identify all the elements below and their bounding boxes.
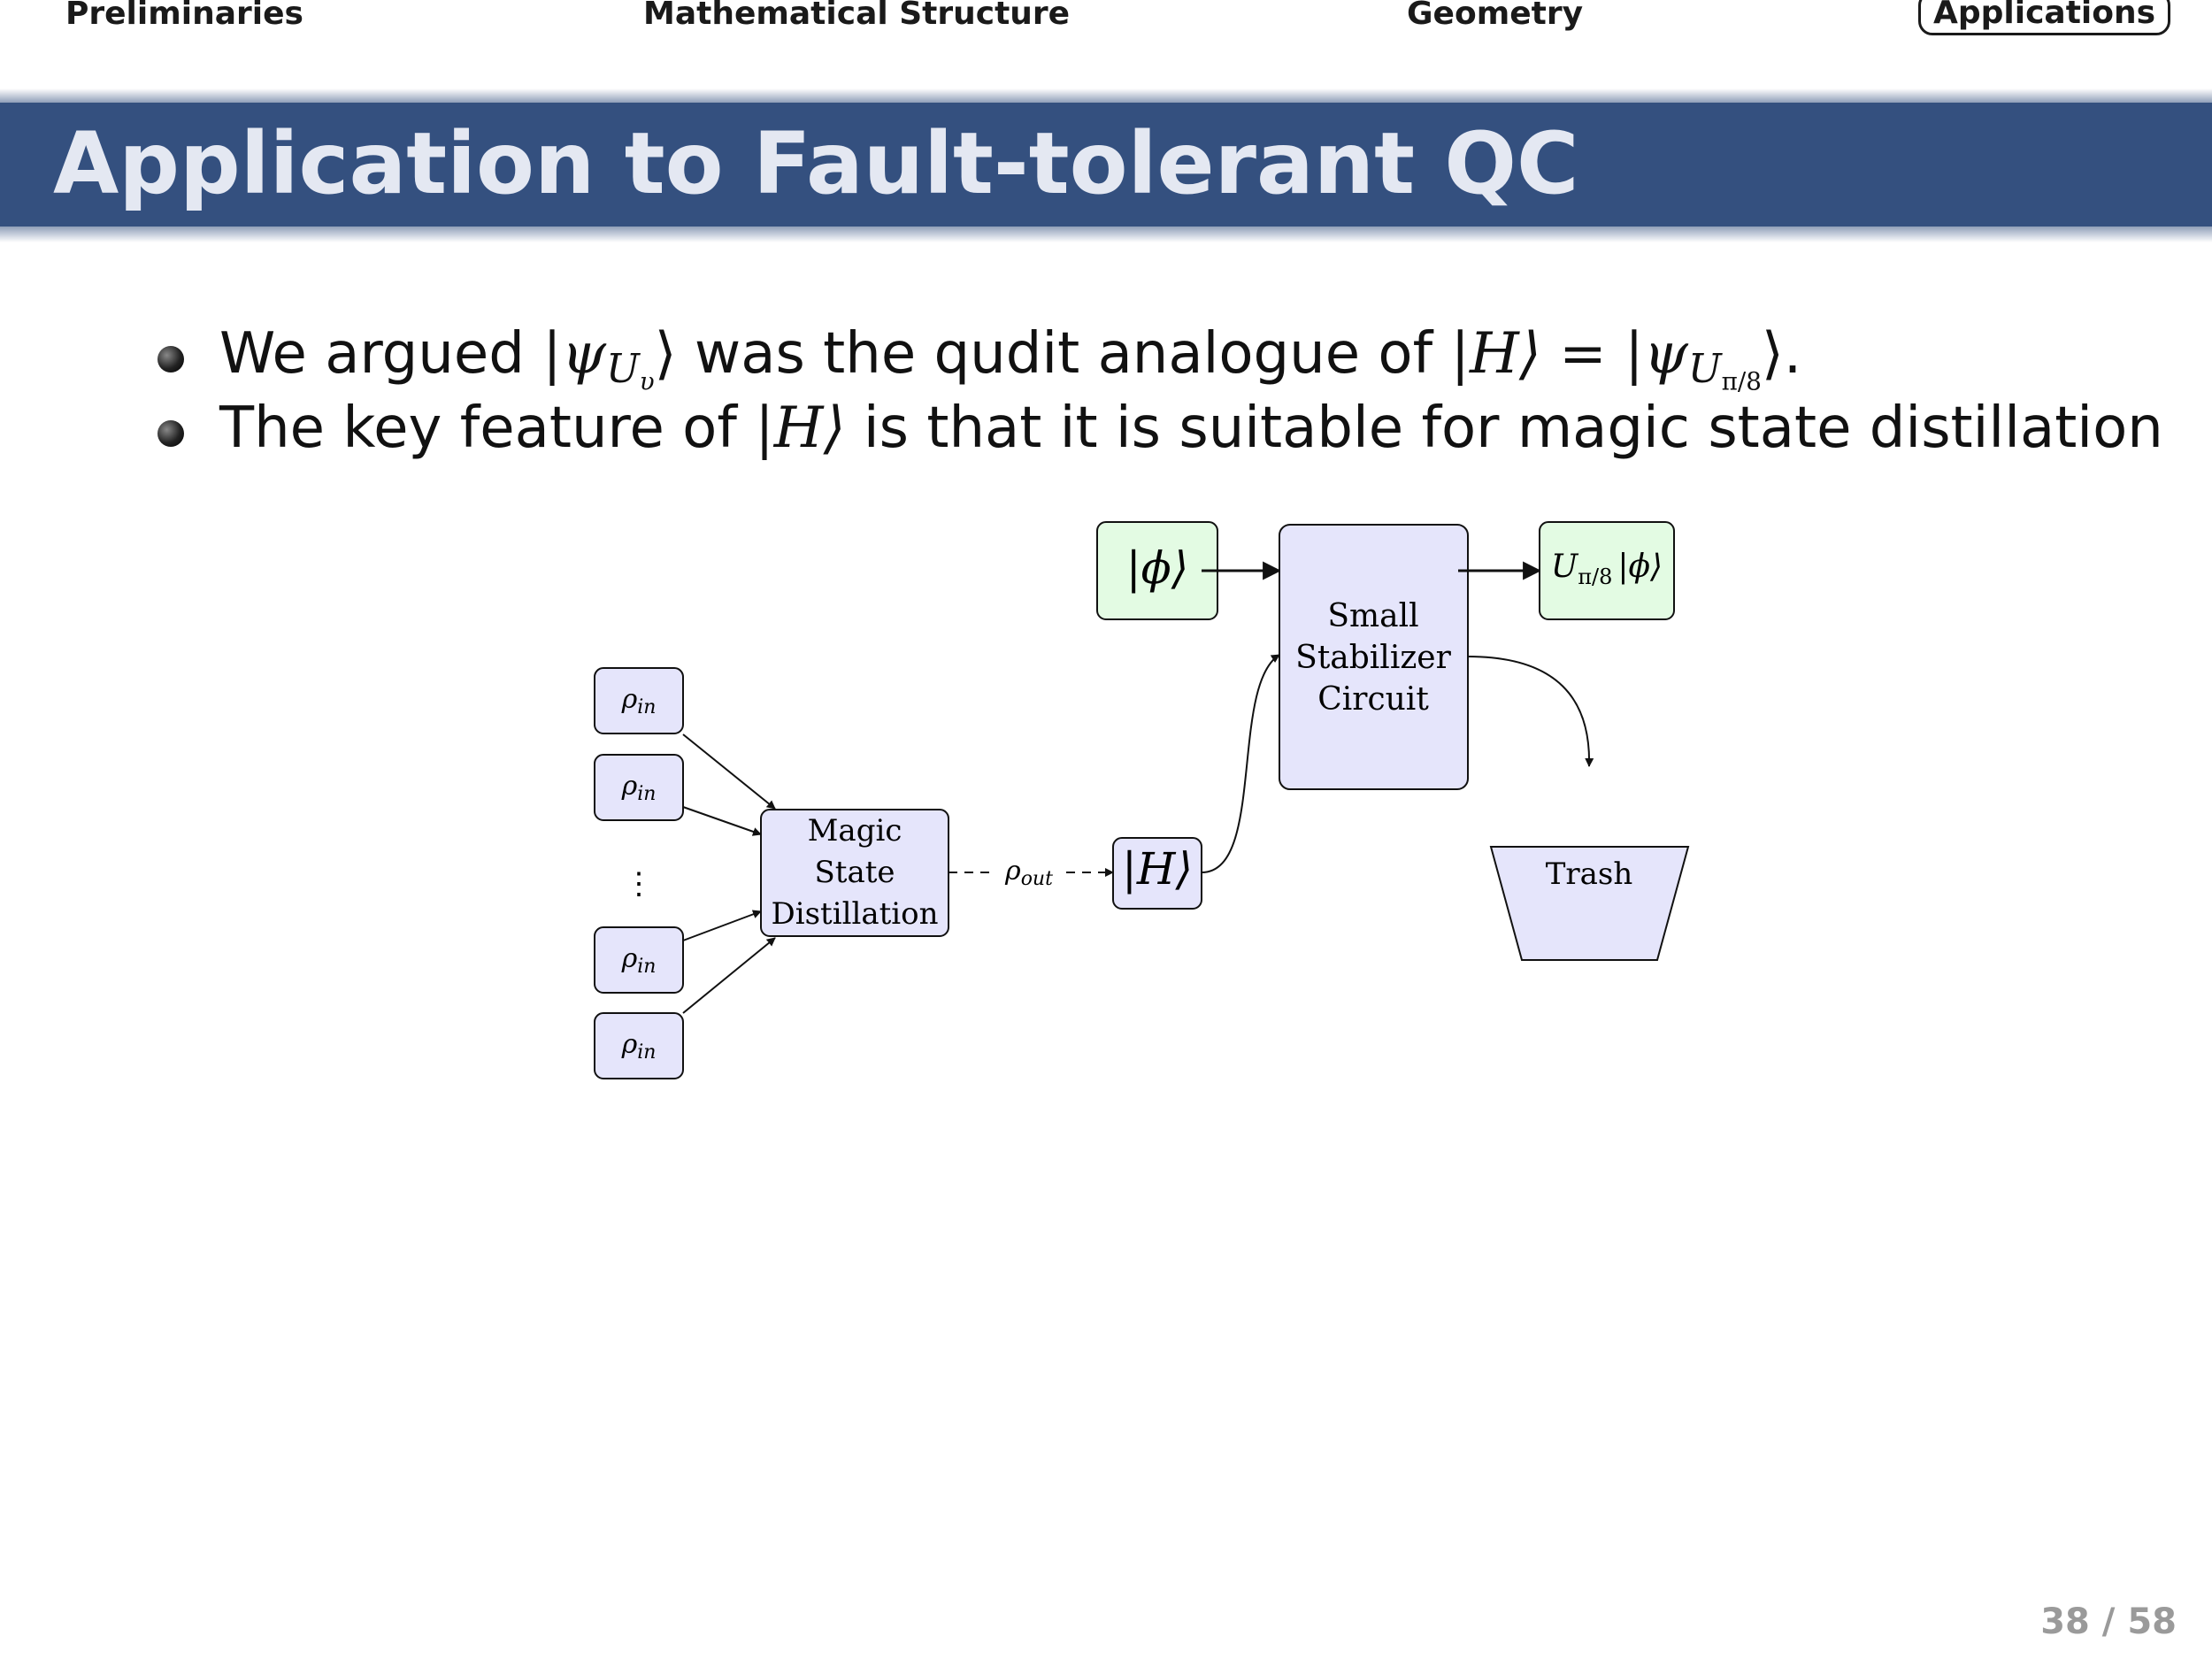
trash-bin: Trash <box>1489 846 1690 961</box>
magic-state-distillation-box: Magic State Distillation <box>760 809 949 937</box>
nav-bar: Preliminaries Mathematical Structure Geo… <box>0 0 2212 44</box>
math-ket-h: |H⟩ <box>1450 321 1541 387</box>
slide-title: Application to Fault-tolerant QC <box>53 114 1579 213</box>
titlebar-shadow <box>0 88 2212 103</box>
svg-text:Magic: Magic <box>808 813 902 849</box>
svg-text:|ϕ⟩: |ϕ⟩ <box>1126 542 1188 594</box>
titlebar <box>0 103 2212 227</box>
titlebar-shadow <box>0 227 2212 242</box>
math-equals: = <box>1540 321 1625 387</box>
phi-state-box: |ϕ⟩ <box>1096 521 1218 620</box>
arrow <box>682 806 762 836</box>
bullet-text: The key feature of <box>219 396 756 461</box>
svg-text:Small: Small <box>1327 598 1418 634</box>
math-ket-psi-upi8: |ψUπ/8⟩ <box>1624 321 1784 396</box>
arrow <box>682 733 776 810</box>
page-number: 38 / 58 <box>2040 1601 2177 1642</box>
bullet-list: We argued |ψUυ⟩ was the qudit analogue o… <box>157 317 2163 465</box>
svg-text:Uπ/8|ϕ⟩: Uπ/8|ϕ⟩ <box>1551 549 1663 589</box>
rho-in-box: ρin <box>594 667 684 734</box>
bullet-text: was the qudit analogue of <box>676 321 1451 387</box>
h-state-box: |H⟩ <box>1112 837 1202 910</box>
arrow <box>682 937 776 1014</box>
bullet-dot-icon <box>157 420 184 447</box>
rho-in-box: ρin <box>594 754 684 821</box>
bullet-text: We argued <box>219 321 543 387</box>
svg-text:|H⟩: |H⟩ <box>1122 843 1193 895</box>
output-state-box: Uπ/8|ϕ⟩ <box>1539 521 1675 620</box>
nav-item-mathematical-structure[interactable]: Mathematical Structure <box>643 0 1071 32</box>
svg-text:Circuit: Circuit <box>1317 681 1429 718</box>
nav-item-applications[interactable]: Applications <box>1918 0 2171 35</box>
svg-text:ρin: ρin <box>621 943 657 978</box>
vertical-ellipsis: ⋮ <box>624 866 654 902</box>
math-ket-h: |H⟩ <box>755 396 846 461</box>
curved-arrow <box>1467 656 1594 767</box>
svg-text:ρin: ρin <box>621 684 657 718</box>
svg-text:State: State <box>814 855 895 890</box>
bullet-text: is that it is suitable for magic state d… <box>845 396 2163 461</box>
bullet-item: We argued |ψUυ⟩ was the qudit analogue o… <box>157 317 2163 396</box>
small-stabilizer-circuit-box: Small Stabilizer Circuit <box>1279 524 1469 790</box>
nav-item-geometry[interactable]: Geometry <box>1407 0 1584 32</box>
rho-in-box: ρin <box>594 1012 684 1079</box>
bullet-item: The key feature of |H⟩ is that it is sui… <box>157 391 2163 465</box>
svg-text:ρin: ρin <box>621 1029 657 1064</box>
bullet-text: . <box>1783 321 1802 387</box>
curved-arrow <box>1201 654 1280 873</box>
math-ket-psi-uv: |ψUυ⟩ <box>542 321 677 396</box>
svg-text:Distillation: Distillation <box>771 896 938 932</box>
bullet-dot-icon <box>157 346 184 373</box>
svg-text:Trash: Trash <box>1546 856 1633 892</box>
svg-text:ρin: ρin <box>621 771 657 805</box>
rho-in-box: ρin <box>594 926 684 994</box>
arrow <box>682 910 762 941</box>
svg-text:Stabilizer: Stabilizer <box>1295 640 1451 676</box>
rho-out-label: ρout <box>1004 856 1053 890</box>
nav-item-preliminaries[interactable]: Preliminaries <box>65 0 303 32</box>
